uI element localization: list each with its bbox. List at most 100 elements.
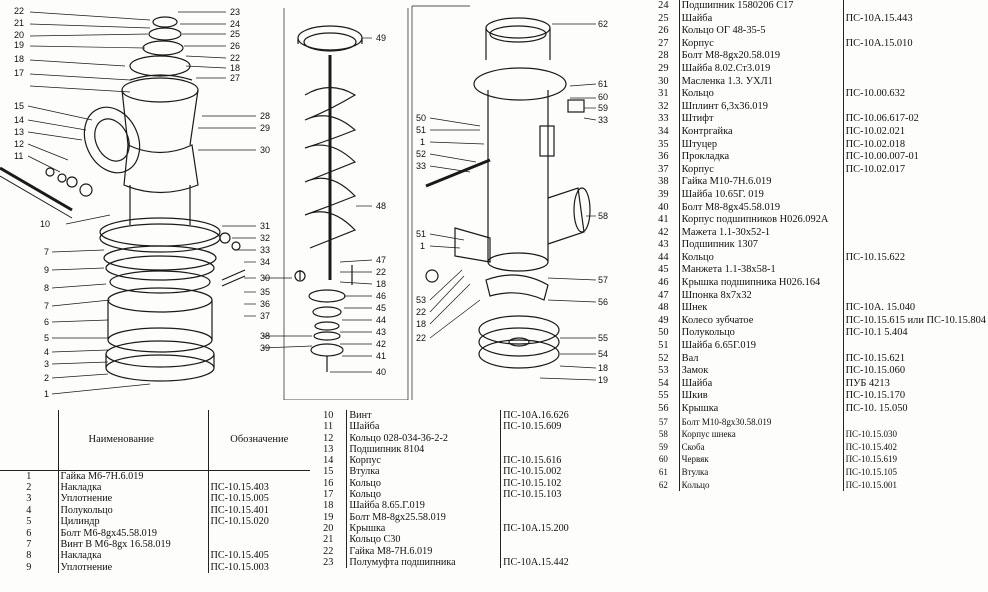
part-number: 58 — [658, 429, 668, 440]
callout-label: 8 — [44, 283, 50, 293]
header-number-cell — [0, 410, 58, 471]
callout-label: 12 — [14, 139, 25, 149]
callout-label: 33 — [598, 115, 609, 125]
part-code — [842, 226, 988, 240]
callout-label: 32 — [260, 233, 271, 243]
part-code: ПС-10А.15.443 — [842, 12, 988, 26]
part-number: 18 — [323, 500, 334, 512]
part-code — [842, 214, 988, 227]
part-code: ПС-10.1 5.404 — [842, 327, 988, 341]
part-name: Кольцо С30 — [346, 534, 501, 546]
part-code: ПС-10.15.003 — [207, 561, 310, 574]
part-name: Кольцо — [678, 478, 844, 492]
part-number: 39 — [658, 188, 669, 200]
part-code: ПС-10.15.103 — [500, 489, 640, 501]
callout-label: 18 — [598, 363, 609, 373]
callout-label: 22 — [416, 307, 427, 317]
callout-label: 7 — [44, 247, 50, 257]
part-code: ПС-10.02.021 — [842, 125, 988, 139]
part-number: 60 — [658, 454, 668, 465]
part-name: Болт М8-8gx45.58.019 — [678, 201, 844, 215]
part-code — [500, 500, 640, 512]
part-name: Кольцо — [678, 251, 844, 265]
part-name: Корпус — [678, 37, 844, 51]
part-code: ПС-10.15.002 — [500, 466, 640, 478]
part-code: ПС-10.15.403 — [207, 481, 310, 494]
part-number: 61 — [658, 466, 668, 477]
part-number: 42 — [658, 226, 669, 238]
part-number: 16 — [323, 477, 334, 489]
part-code: ПС-10.15.105 — [842, 465, 988, 479]
table-header-row: Наименование Обозначение — [0, 410, 310, 471]
callout-label: 18 — [416, 319, 427, 329]
part-number: 59 — [658, 441, 668, 452]
part-code: ПС-10.15.609 — [500, 421, 640, 433]
part-code: ПС-10.00.632 — [842, 88, 988, 101]
part-name: Подшипник 1580206 С17 — [678, 0, 844, 13]
part-code: ПС-10А.16.626 — [500, 410, 640, 422]
callout-label: 36 — [260, 299, 271, 309]
part-name: Скоба — [678, 440, 844, 454]
callout-label: 54 — [598, 349, 609, 359]
part-code: ПС-10.02.018 — [842, 138, 988, 152]
part-number: 13 — [323, 443, 334, 455]
callout-label: 52 — [416, 149, 427, 159]
part-code — [500, 432, 640, 444]
callout-label: 1 — [420, 241, 426, 251]
part-name: Крышка — [346, 522, 501, 535]
part-name: Корпус — [346, 455, 501, 467]
part-code: ПС-10.15.020 — [207, 516, 310, 528]
callout-label: 46 — [376, 291, 387, 301]
callout-label: 30 — [260, 145, 271, 155]
part-number: 34 — [658, 125, 669, 137]
part-number: 5 — [26, 516, 32, 528]
part-number: 3 — [26, 493, 32, 505]
part-number: 52 — [658, 352, 669, 364]
header-code-cell: Обозначение — [207, 410, 310, 471]
part-code: ПС-10.02.017 — [842, 163, 988, 177]
part-code — [500, 534, 640, 546]
callout-label: 5 — [44, 333, 50, 343]
part-name: Шайба — [678, 12, 844, 26]
part-number: 49 — [658, 314, 669, 326]
part-number: 45 — [658, 264, 669, 276]
callout-label: 25 — [230, 29, 241, 39]
part-number: 51 — [658, 340, 669, 352]
part-number: 38 — [658, 176, 669, 188]
part-code: ПС-10.15.001 — [842, 478, 988, 492]
callout-label: 61 — [598, 79, 609, 89]
assembly-linework — [0, 5, 597, 401]
part-name: Кольцо — [346, 477, 501, 490]
callout-label: 20 — [14, 30, 25, 40]
part-number: 15 — [323, 466, 334, 478]
callout-label: 37 — [260, 311, 271, 321]
part-code — [842, 0, 988, 13]
part-code — [500, 511, 640, 523]
callout-label: 42 — [376, 339, 387, 349]
part-number: 11 — [323, 421, 334, 433]
callout-label: 56 — [598, 297, 609, 307]
part-name: Втулка — [346, 466, 501, 478]
part-code — [842, 176, 988, 189]
callout-label: 30 — [260, 273, 271, 283]
